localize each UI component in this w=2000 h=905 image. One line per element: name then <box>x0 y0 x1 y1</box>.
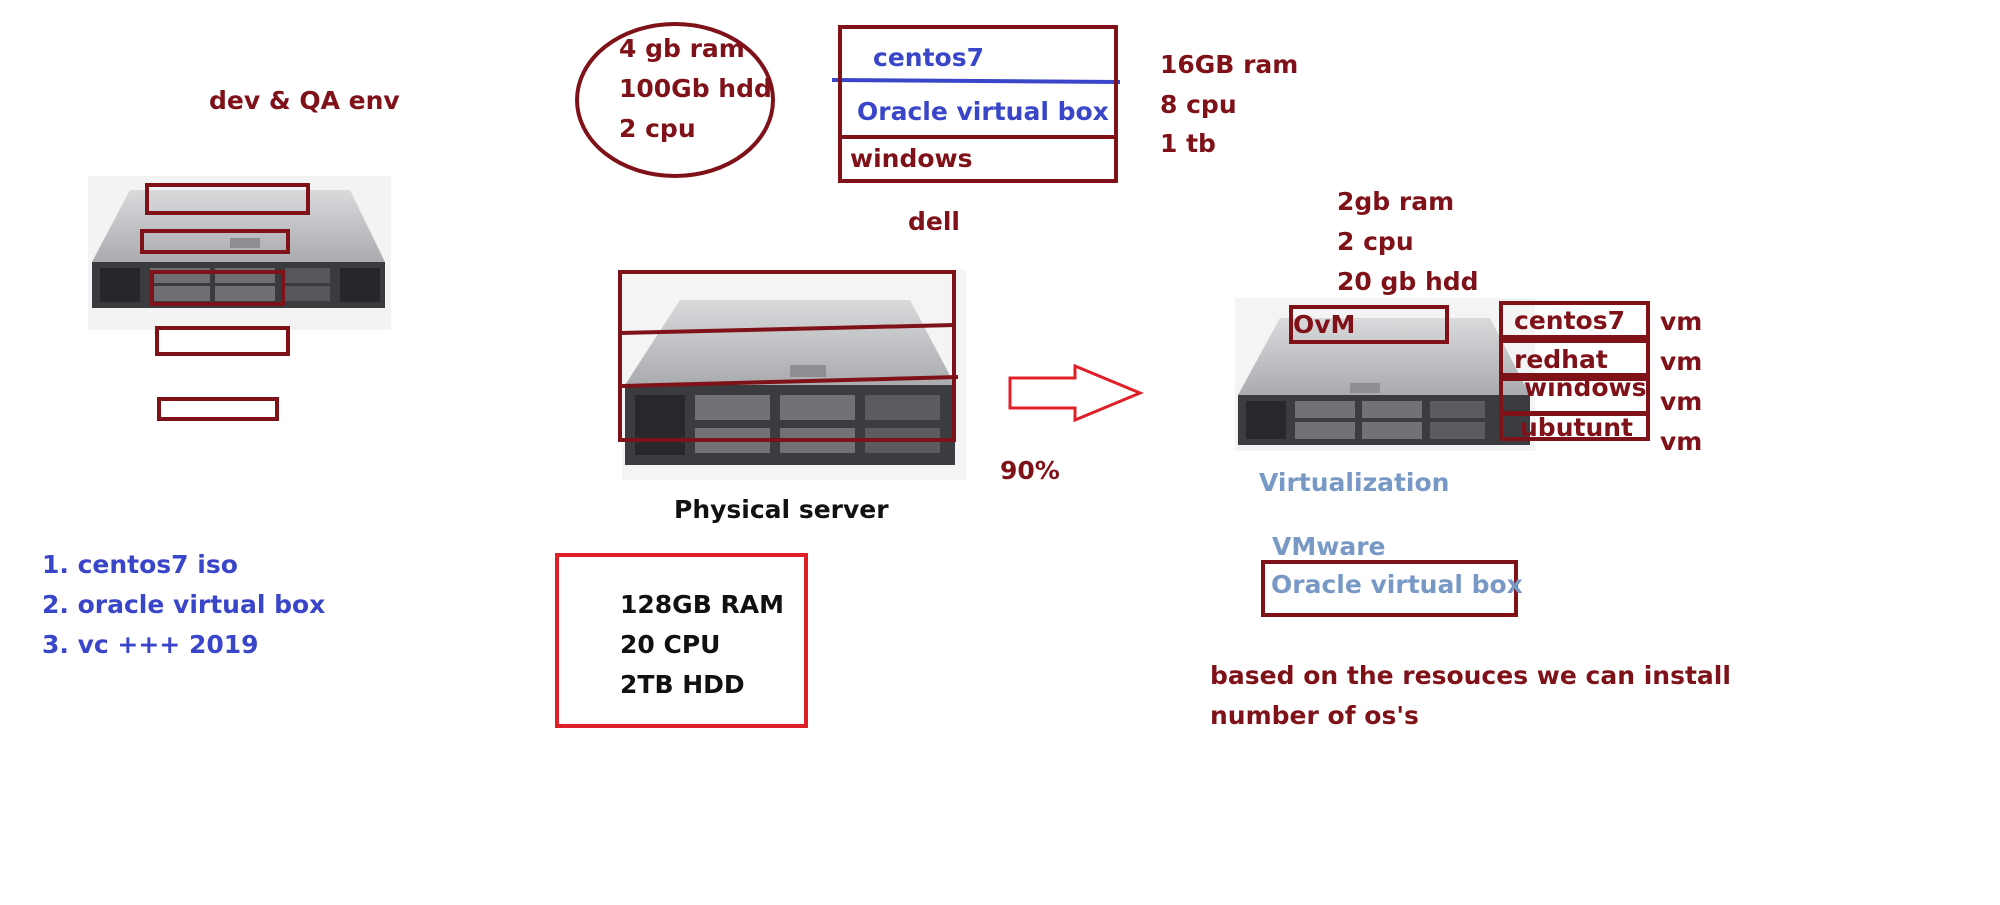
vm-box-1 <box>1499 301 1650 339</box>
host-spec-cpu: 8 cpu <box>1160 90 1237 119</box>
left-highlight-box-3 <box>150 270 285 306</box>
right-arrow-icon <box>1008 363 1144 423</box>
vm-spec-cpu: 2 cpu <box>1337 227 1414 256</box>
physical-spec-box <box>555 553 808 728</box>
step-1: 1. centos7 iso <box>42 550 238 579</box>
utilization-label: 90% <box>1000 456 1060 485</box>
host-spec-ram: 16GB ram <box>1160 50 1299 79</box>
note-line-2: number of os's <box>1210 701 1419 730</box>
product-vmware: VMware <box>1272 532 1386 561</box>
product-virtualbox: Oracle virtual box <box>1271 570 1523 599</box>
left-highlight-box-5 <box>157 397 279 421</box>
vm-tag-2: vm <box>1660 347 1703 376</box>
vendor-label: dell <box>908 207 960 236</box>
host-stack-box <box>838 25 1118 183</box>
host-stack-divider <box>840 135 1118 139</box>
vm-tag-3: vm <box>1660 387 1703 416</box>
host-layer-virtualbox: Oracle virtual box <box>857 97 1109 126</box>
server-divider-line-1 <box>619 323 956 335</box>
laptop-spec-cpu: 2 cpu <box>619 114 696 143</box>
left-highlight-box-4 <box>155 326 290 356</box>
vm-os-2: redhat <box>1514 345 1608 374</box>
server-divider-line-2 <box>621 375 959 388</box>
step-3: 3. vc +++ 2019 <box>42 630 259 659</box>
vm-os-3: windows <box>1524 373 1647 402</box>
vm-spec-ram: 2gb ram <box>1337 187 1455 216</box>
virtualization-title: Virtualization <box>1259 468 1450 497</box>
vm-os-1: centos7 <box>1514 306 1625 335</box>
step-2: 2. oracle virtual box <box>42 590 326 619</box>
physical-server-caption: Physical server <box>674 495 889 524</box>
product-virtualbox-box <box>1261 560 1518 617</box>
host-spec-disk: 1 tb <box>1160 129 1216 158</box>
env-title: dev & QA env <box>209 86 400 115</box>
physical-spec-cpu: 20 CPU <box>620 630 721 659</box>
vm-box-2 <box>1499 339 1650 377</box>
left-highlight-box-2 <box>140 229 290 254</box>
vm-spec-hdd: 20 gb hdd <box>1337 267 1479 296</box>
vm-os-4: ubutunt <box>1520 413 1633 442</box>
host-layer-windows: windows <box>850 144 973 173</box>
host-layer-centos: centos7 <box>873 43 984 72</box>
hypervisor-label: OvM <box>1293 310 1356 339</box>
server-image-center <box>622 270 966 480</box>
vm-box-4 <box>1499 412 1650 441</box>
note-line-1: based on the resouces we can install <box>1210 661 1731 690</box>
centos-divider-line <box>831 78 1121 84</box>
server-image-right <box>1235 298 1535 451</box>
vm-tag-4: vm <box>1660 427 1703 456</box>
laptop-spec-ellipse <box>575 22 775 178</box>
physical-spec-ram: 128GB RAM <box>620 590 784 619</box>
laptop-spec-hdd: 100Gb hdd <box>619 74 772 103</box>
laptop-spec-ram: 4 gb ram <box>619 34 745 63</box>
vm-tag-1: vm <box>1660 307 1703 336</box>
physical-server-box <box>618 270 956 442</box>
left-highlight-box-1 <box>145 183 310 215</box>
hypervisor-box <box>1289 305 1449 344</box>
physical-spec-hdd: 2TB HDD <box>620 670 745 699</box>
